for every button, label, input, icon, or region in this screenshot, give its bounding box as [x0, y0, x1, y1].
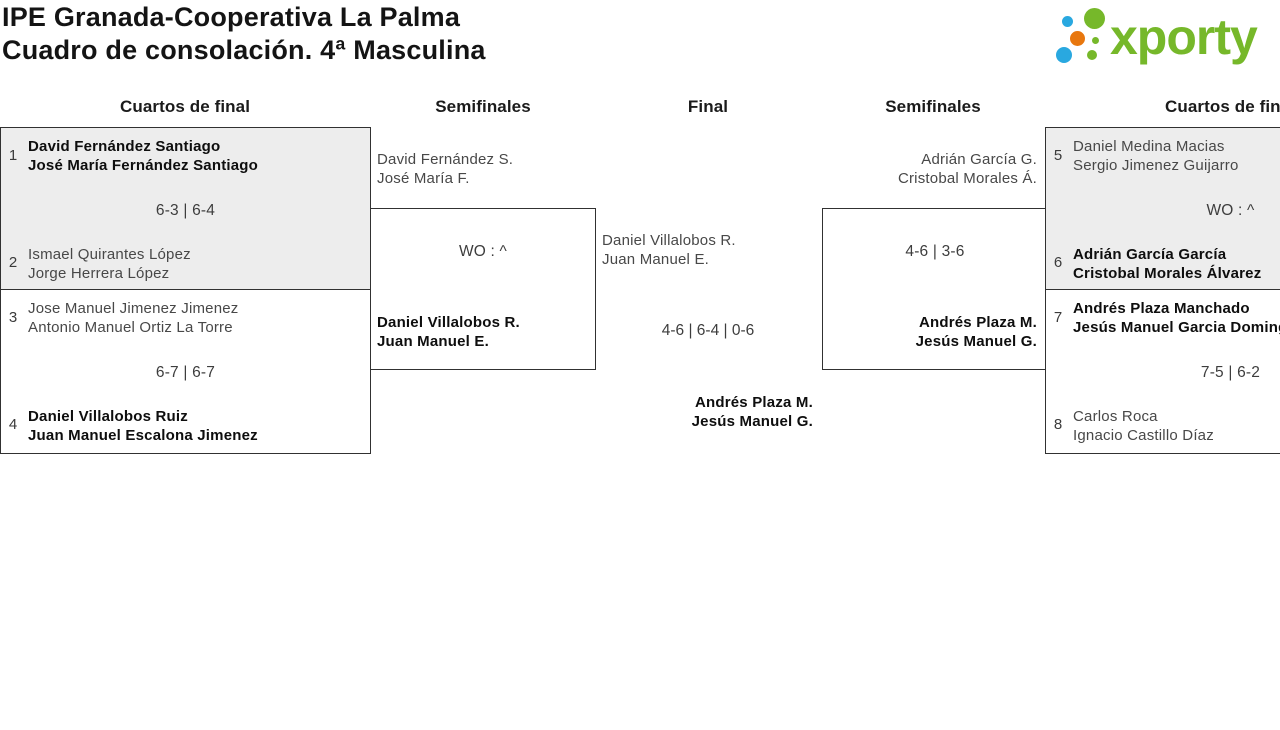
round-header-right-semifinals: Semifinales	[885, 97, 981, 116]
player-name: Ignacio Castillo Díaz	[1073, 427, 1214, 444]
team-pair: Daniel Villalobos R. Juan Manuel E.	[377, 313, 520, 351]
player-name: Jesús Manuel Garcia Dominguez	[1073, 319, 1280, 336]
tournament-title: IPE Granada-Cooperativa La Palma Cuadro …	[2, 1, 486, 67]
round-header-right-quarterfinals: Cuartos de final	[1164, 97, 1280, 116]
seed-number: 5	[1053, 147, 1063, 164]
match-score: 7-5 | 6-2	[1200, 364, 1261, 381]
final-bottom-team: Andrés Plaza M. Jesús Manuel G.	[600, 393, 813, 431]
match-quarterfinal-3[interactable]: 5 Daniel Medina Macias Sergio Jimenez Gu…	[1045, 127, 1280, 290]
match-quarterfinal-4[interactable]: 7 Andrés Plaza Manchado Jesús Manuel Gar…	[1045, 289, 1280, 454]
match-quarterfinal-2[interactable]: 3 Jose Manuel Jimenez Jimenez Antonio Ma…	[0, 289, 371, 454]
match-quarterfinal-1[interactable]: 1 David Fernández Santiago José María Fe…	[0, 127, 371, 290]
team-pair: Jose Manuel Jimenez Jimenez Antonio Manu…	[28, 299, 239, 337]
tournament-title-line2: Cuadro de consolación. 4ª Masculina	[2, 35, 486, 65]
match-semifinal-left[interactable]: WO : ^ Daniel Villalobos R. Juan Manuel …	[370, 208, 596, 370]
player-name: Juan Manuel Escalona Jimenez	[28, 427, 258, 444]
player-name: Juan Manuel E.	[377, 333, 489, 350]
player-name: David Fernández S.	[377, 151, 514, 168]
player-name: Cristobal Morales Á.	[897, 170, 1037, 187]
player-name: Carlos Roca	[1073, 408, 1158, 425]
player-name: Ismael Quirantes López	[28, 246, 191, 263]
seed-number: 8	[1053, 416, 1063, 433]
player-name: José María Fernández Santiago	[28, 157, 259, 174]
match-score: 6-3 | 6-4	[155, 202, 216, 219]
seed-number: 6	[1053, 254, 1063, 271]
final-score: 4-6 | 6-4 | 0-6	[661, 322, 755, 339]
xporty-logo-text: xporty	[1110, 9, 1258, 65]
player-name: Juan Manuel E.	[602, 251, 710, 268]
seed-number: 1	[8, 147, 18, 164]
player-name: José María F.	[377, 170, 470, 187]
team-pair: Daniel Villalobos Ruiz Juan Manuel Escal…	[28, 407, 258, 445]
xporty-logo[interactable]: xporty	[1048, 2, 1280, 72]
logo-dot-blue-big-icon	[1056, 47, 1072, 63]
logo-dot-green-big-icon	[1084, 8, 1105, 29]
round-header-left-quarterfinals: Cuartos de final	[119, 97, 251, 116]
semifinal-left-top-team: David Fernández S. José María F.	[377, 150, 513, 188]
player-name: Adrián García García	[1073, 246, 1227, 263]
match-score: 4-6 | 3-6	[905, 243, 965, 260]
player-name: Andrés Plaza M.	[918, 314, 1037, 331]
player-name: Daniel Villalobos R.	[377, 314, 520, 331]
seed-number: 3	[8, 309, 18, 326]
player-name: Daniel Villalobos R.	[602, 232, 736, 249]
match-score: WO : ^	[1206, 202, 1255, 219]
match-semifinal-right[interactable]: 4-6 | 3-6 Andrés Plaza M. Jesús Manuel G…	[822, 208, 1048, 370]
player-name: Andrés Plaza M.	[694, 394, 813, 411]
seed-number: 7	[1053, 309, 1063, 326]
player-name: Jesús Manuel G.	[691, 413, 813, 430]
player-name: Jorge Herrera López	[28, 265, 170, 282]
player-name: Daniel Villalobos Ruiz	[28, 408, 188, 425]
final-top-team: Daniel Villalobos R. Juan Manuel E.	[602, 231, 736, 269]
player-name: Daniel Medina Macias	[1073, 138, 1225, 155]
tournament-title-line1: IPE Granada-Cooperativa La Palma	[2, 2, 461, 32]
team-pair: Ismael Quirantes López Jorge Herrera Lóp…	[28, 245, 191, 283]
player-name: Adrián García G.	[921, 151, 1037, 168]
player-name: Jesús Manuel G.	[915, 333, 1037, 350]
player-name: Andrés Plaza Manchado	[1073, 300, 1250, 317]
player-name: Jose Manuel Jimenez Jimenez	[28, 300, 239, 317]
team-pair: Daniel Medina Macias Sergio Jimenez Guij…	[1073, 137, 1239, 175]
logo-dot-blue-small-icon	[1062, 16, 1073, 27]
team-pair: Carlos Roca Ignacio Castillo Díaz	[1073, 407, 1214, 445]
team-pair: Andrés Plaza M. Jesús Manuel G.	[916, 313, 1037, 351]
player-name: Sergio Jimenez Guijarro	[1073, 157, 1239, 174]
team-pair: Adrián García García Cristobal Morales Á…	[1073, 245, 1261, 283]
player-name: Antonio Manuel Ortiz La Torre	[28, 319, 233, 336]
player-name: David Fernández Santiago	[28, 138, 221, 155]
logo-dot-orange-icon	[1070, 31, 1085, 46]
player-name: Cristobal Morales Álvarez	[1073, 265, 1262, 282]
team-pair: Andrés Plaza Manchado Jesús Manuel Garci…	[1073, 299, 1280, 337]
seed-number: 4	[8, 416, 18, 433]
team-pair: David Fernández Santiago José María Fern…	[28, 137, 258, 175]
semifinal-right-top-team: Adrián García G. Cristobal Morales Á.	[822, 150, 1037, 188]
seed-number: 2	[8, 254, 18, 271]
match-score: 6-7 | 6-7	[155, 364, 216, 381]
match-score: WO : ^	[458, 243, 508, 260]
round-header-left-semifinals: Semifinales	[435, 97, 531, 116]
logo-dot-green-tiny-icon	[1092, 37, 1099, 44]
logo-dot-green-small-icon	[1087, 50, 1097, 60]
round-header-final: Final	[687, 97, 729, 116]
